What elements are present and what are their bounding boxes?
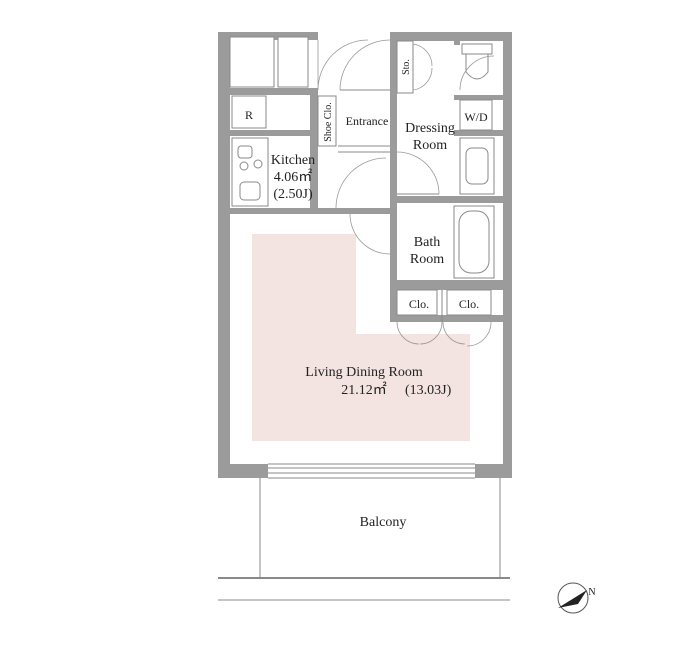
compass-north-label: N xyxy=(588,587,595,598)
washer-dryer: W/D xyxy=(459,99,493,131)
closets: Clo. Clo. xyxy=(396,289,492,347)
kitchen-counter xyxy=(231,137,269,207)
inner-doors xyxy=(396,151,440,195)
dressing-label-2: Room xyxy=(413,138,447,153)
living-room-area: 21.12㎡ xyxy=(341,382,387,398)
toilet xyxy=(459,43,495,91)
kitchen-area: 4.06㎡ xyxy=(274,169,313,185)
entrance-label: Entrance xyxy=(346,114,389,128)
closet-2-label: Clo. xyxy=(459,297,479,311)
washer-dryer-label: W/D xyxy=(464,110,488,124)
closet-1-label: Clo. xyxy=(409,297,429,311)
storage-closet: Sto. xyxy=(396,40,433,94)
refrigerator: R xyxy=(231,95,267,129)
balcony xyxy=(218,478,510,601)
balcony-label: Balcony xyxy=(360,515,407,530)
living-room-jo: (13.03J) xyxy=(405,383,452,398)
storage-label: Sto. xyxy=(401,59,412,75)
bath-label-1: Bath xyxy=(414,235,440,250)
compass-icon: N xyxy=(557,582,596,614)
refrigerator-label: R xyxy=(245,108,253,122)
entrance-doors xyxy=(317,39,391,255)
storage-units xyxy=(229,36,309,88)
shoe-closet-label: Shoe Clo. xyxy=(323,102,334,141)
vanity-sink xyxy=(459,137,495,195)
kitchen-jo: (2.50J) xyxy=(273,187,313,202)
walls xyxy=(218,32,512,478)
shoe-closet: Shoe Clo. xyxy=(317,95,337,147)
living-room-name: Living Dining Room xyxy=(305,365,423,380)
bathtub xyxy=(453,205,495,279)
bath-label-2: Room xyxy=(410,252,444,267)
living-room-highlight xyxy=(252,234,470,441)
balcony-window xyxy=(268,463,475,479)
kitchen-name: Kitchen xyxy=(271,153,315,168)
dressing-label-1: Dressing xyxy=(405,121,455,136)
